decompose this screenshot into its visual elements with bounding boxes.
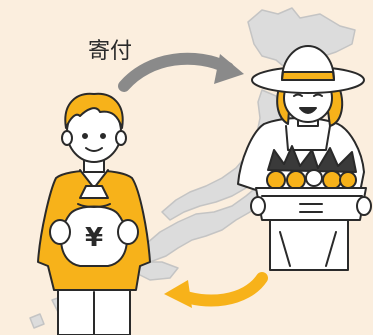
vegetable-crate-icon xyxy=(250,145,372,221)
return-gift-arrow-icon xyxy=(164,272,268,308)
farmer-person xyxy=(237,45,372,271)
money-bag-icon xyxy=(60,185,128,267)
donation-arrow-icon xyxy=(118,52,244,92)
straw-hat-icon xyxy=(251,45,365,94)
yen-symbol: ¥ xyxy=(85,223,103,253)
donation-label: 寄付 xyxy=(88,39,132,64)
donor-person xyxy=(37,92,151,335)
